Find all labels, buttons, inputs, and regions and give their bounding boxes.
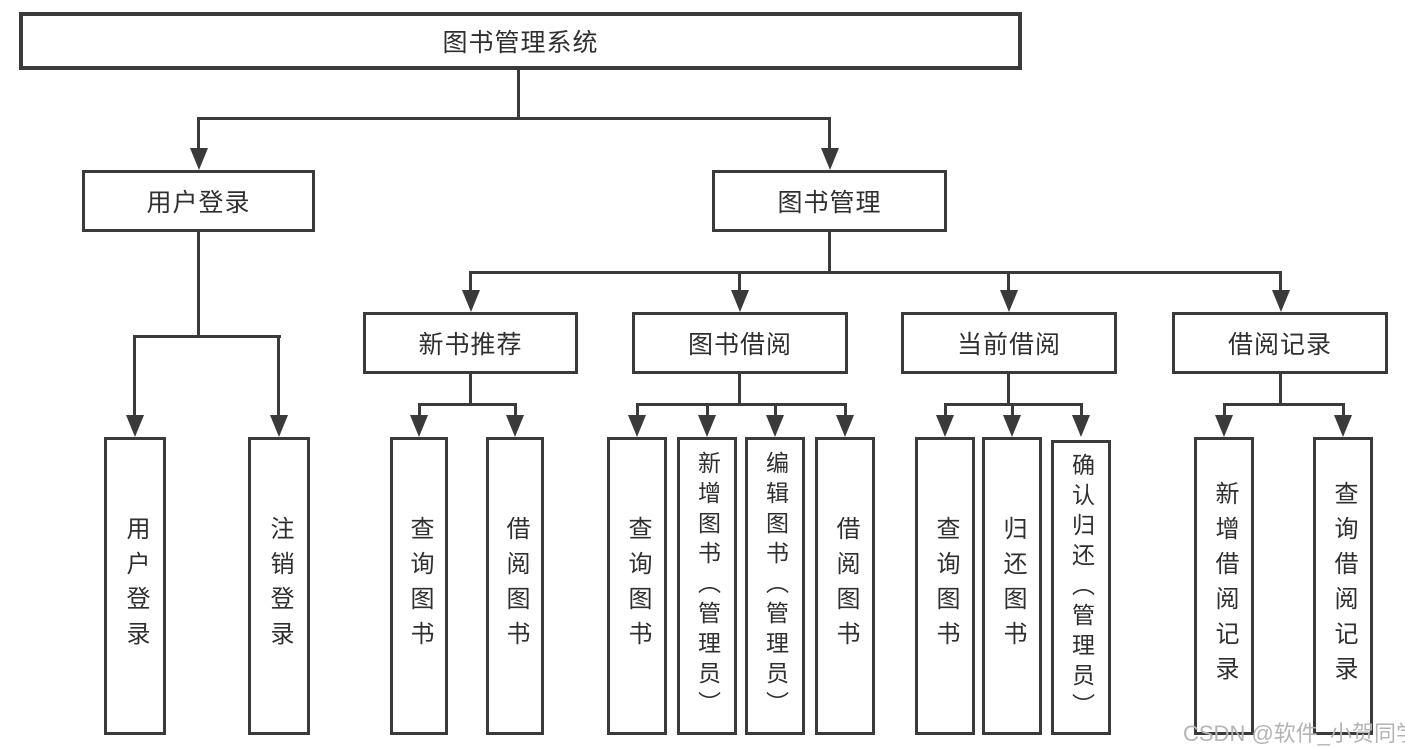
leaf-bb-edit-books-admin: 编辑图书（管理员） — [745, 437, 805, 735]
connector-g3-stem — [1007, 374, 1010, 406]
arrowhead-g4-c1 — [1215, 415, 1233, 437]
connector-user-split — [133, 335, 281, 338]
leaf-bb-add-books-admin: 新增图书（管理员） — [677, 437, 737, 735]
node-borrowing-records: 借阅记录 — [1172, 312, 1388, 374]
connector-root-split — [197, 117, 831, 120]
connector-g1-stem — [469, 374, 472, 406]
csdn-watermark: CSDN @软件_小贺同学 — [1183, 721, 1405, 746]
connector-g2-c4 — [844, 403, 847, 417]
connector-to-leaf-logout — [277, 335, 280, 417]
node-new-book-recommend: 新书推荐 — [363, 312, 578, 374]
node-user-login: 用户登录 — [82, 170, 315, 232]
connector-g2-stem — [738, 374, 741, 406]
leaf-nb-query-books: 查询图书 — [390, 437, 448, 735]
leaf-br-add-record: 新增借阅记录 — [1194, 437, 1254, 735]
connector-g2-c3 — [774, 403, 777, 417]
connector-to-leaf-login — [133, 335, 136, 417]
arrowhead-g1-c2 — [506, 415, 524, 437]
arrowhead-current-borrow — [1000, 290, 1018, 312]
connector-g2-split — [636, 403, 847, 406]
connector-root-stem — [517, 70, 520, 118]
connector-g1-split — [418, 403, 517, 406]
connector-to-book-borrow — [738, 271, 741, 292]
connector-to-current-borrow — [1007, 271, 1010, 292]
leaf-bb-query-books: 查询图书 — [607, 437, 667, 735]
leaf-user-login: 用户登录 — [104, 437, 166, 735]
arrowhead-g4-c2 — [1334, 415, 1352, 437]
arrowhead-book-borrow — [731, 290, 749, 312]
connector-mgmt-stem — [828, 232, 831, 273]
arrowhead-new-book — [462, 290, 480, 312]
arrowhead-g3-c2 — [1003, 415, 1021, 437]
arrowhead-g1-c1 — [410, 415, 428, 437]
connector-g1-c1 — [418, 403, 421, 417]
connector-g4-split — [1223, 403, 1345, 406]
leaf-logout-login: 注销登录 — [248, 437, 310, 735]
connector-to-book-mgmt — [828, 117, 831, 150]
connector-g4-c1 — [1223, 403, 1226, 417]
leaf-br-query-record: 查询借阅记录 — [1313, 437, 1373, 735]
connector-mgmt-split — [469, 271, 1282, 274]
leaf-cb-return-books: 归还图书 — [982, 437, 1042, 735]
connector-g1-c2 — [514, 403, 517, 417]
connector-g4-stem — [1279, 374, 1282, 406]
connector-g3-c3 — [1080, 403, 1083, 417]
arrowhead-g3-c1 — [936, 415, 954, 437]
arrowhead-g2-c1 — [628, 415, 646, 437]
connector-g3-c2 — [1011, 403, 1014, 417]
arrowhead-user-login — [190, 148, 208, 170]
node-library-management-system: 图书管理系统 — [19, 12, 1022, 70]
connector-g2-c1 — [636, 403, 639, 417]
connector-to-borrow-records — [1279, 271, 1282, 292]
connector-to-user-login — [197, 117, 200, 150]
connector-g2-c2 — [706, 403, 709, 417]
connector-user-stem — [197, 232, 200, 337]
arrowhead-book-mgmt — [821, 148, 839, 170]
connector-to-new-book — [469, 271, 472, 292]
connector-g3-c1 — [944, 403, 947, 417]
leaf-cb-query-books: 查询图书 — [915, 437, 975, 735]
leaf-bb-borrow-books: 借阅图书 — [815, 437, 875, 735]
leaf-cb-confirm-return-admin: 确认归还（管理员） — [1051, 440, 1111, 735]
connector-g4-c2 — [1342, 403, 1345, 417]
node-book-management: 图书管理 — [712, 170, 947, 232]
arrowhead-borrow-records — [1272, 290, 1290, 312]
leaf-nb-borrow-books: 借阅图书 — [486, 437, 544, 735]
arrowhead-g2-c4 — [836, 415, 854, 437]
arrowhead-g2-c2 — [698, 415, 716, 437]
arrowhead-g2-c3 — [766, 415, 784, 437]
arrowhead-leaf-login — [126, 415, 144, 437]
node-book-borrowing: 图书借阅 — [632, 312, 848, 374]
arrowhead-g3-c3 — [1072, 415, 1090, 437]
node-current-borrowing: 当前借阅 — [901, 312, 1117, 374]
arrowhead-leaf-logout — [270, 415, 288, 437]
